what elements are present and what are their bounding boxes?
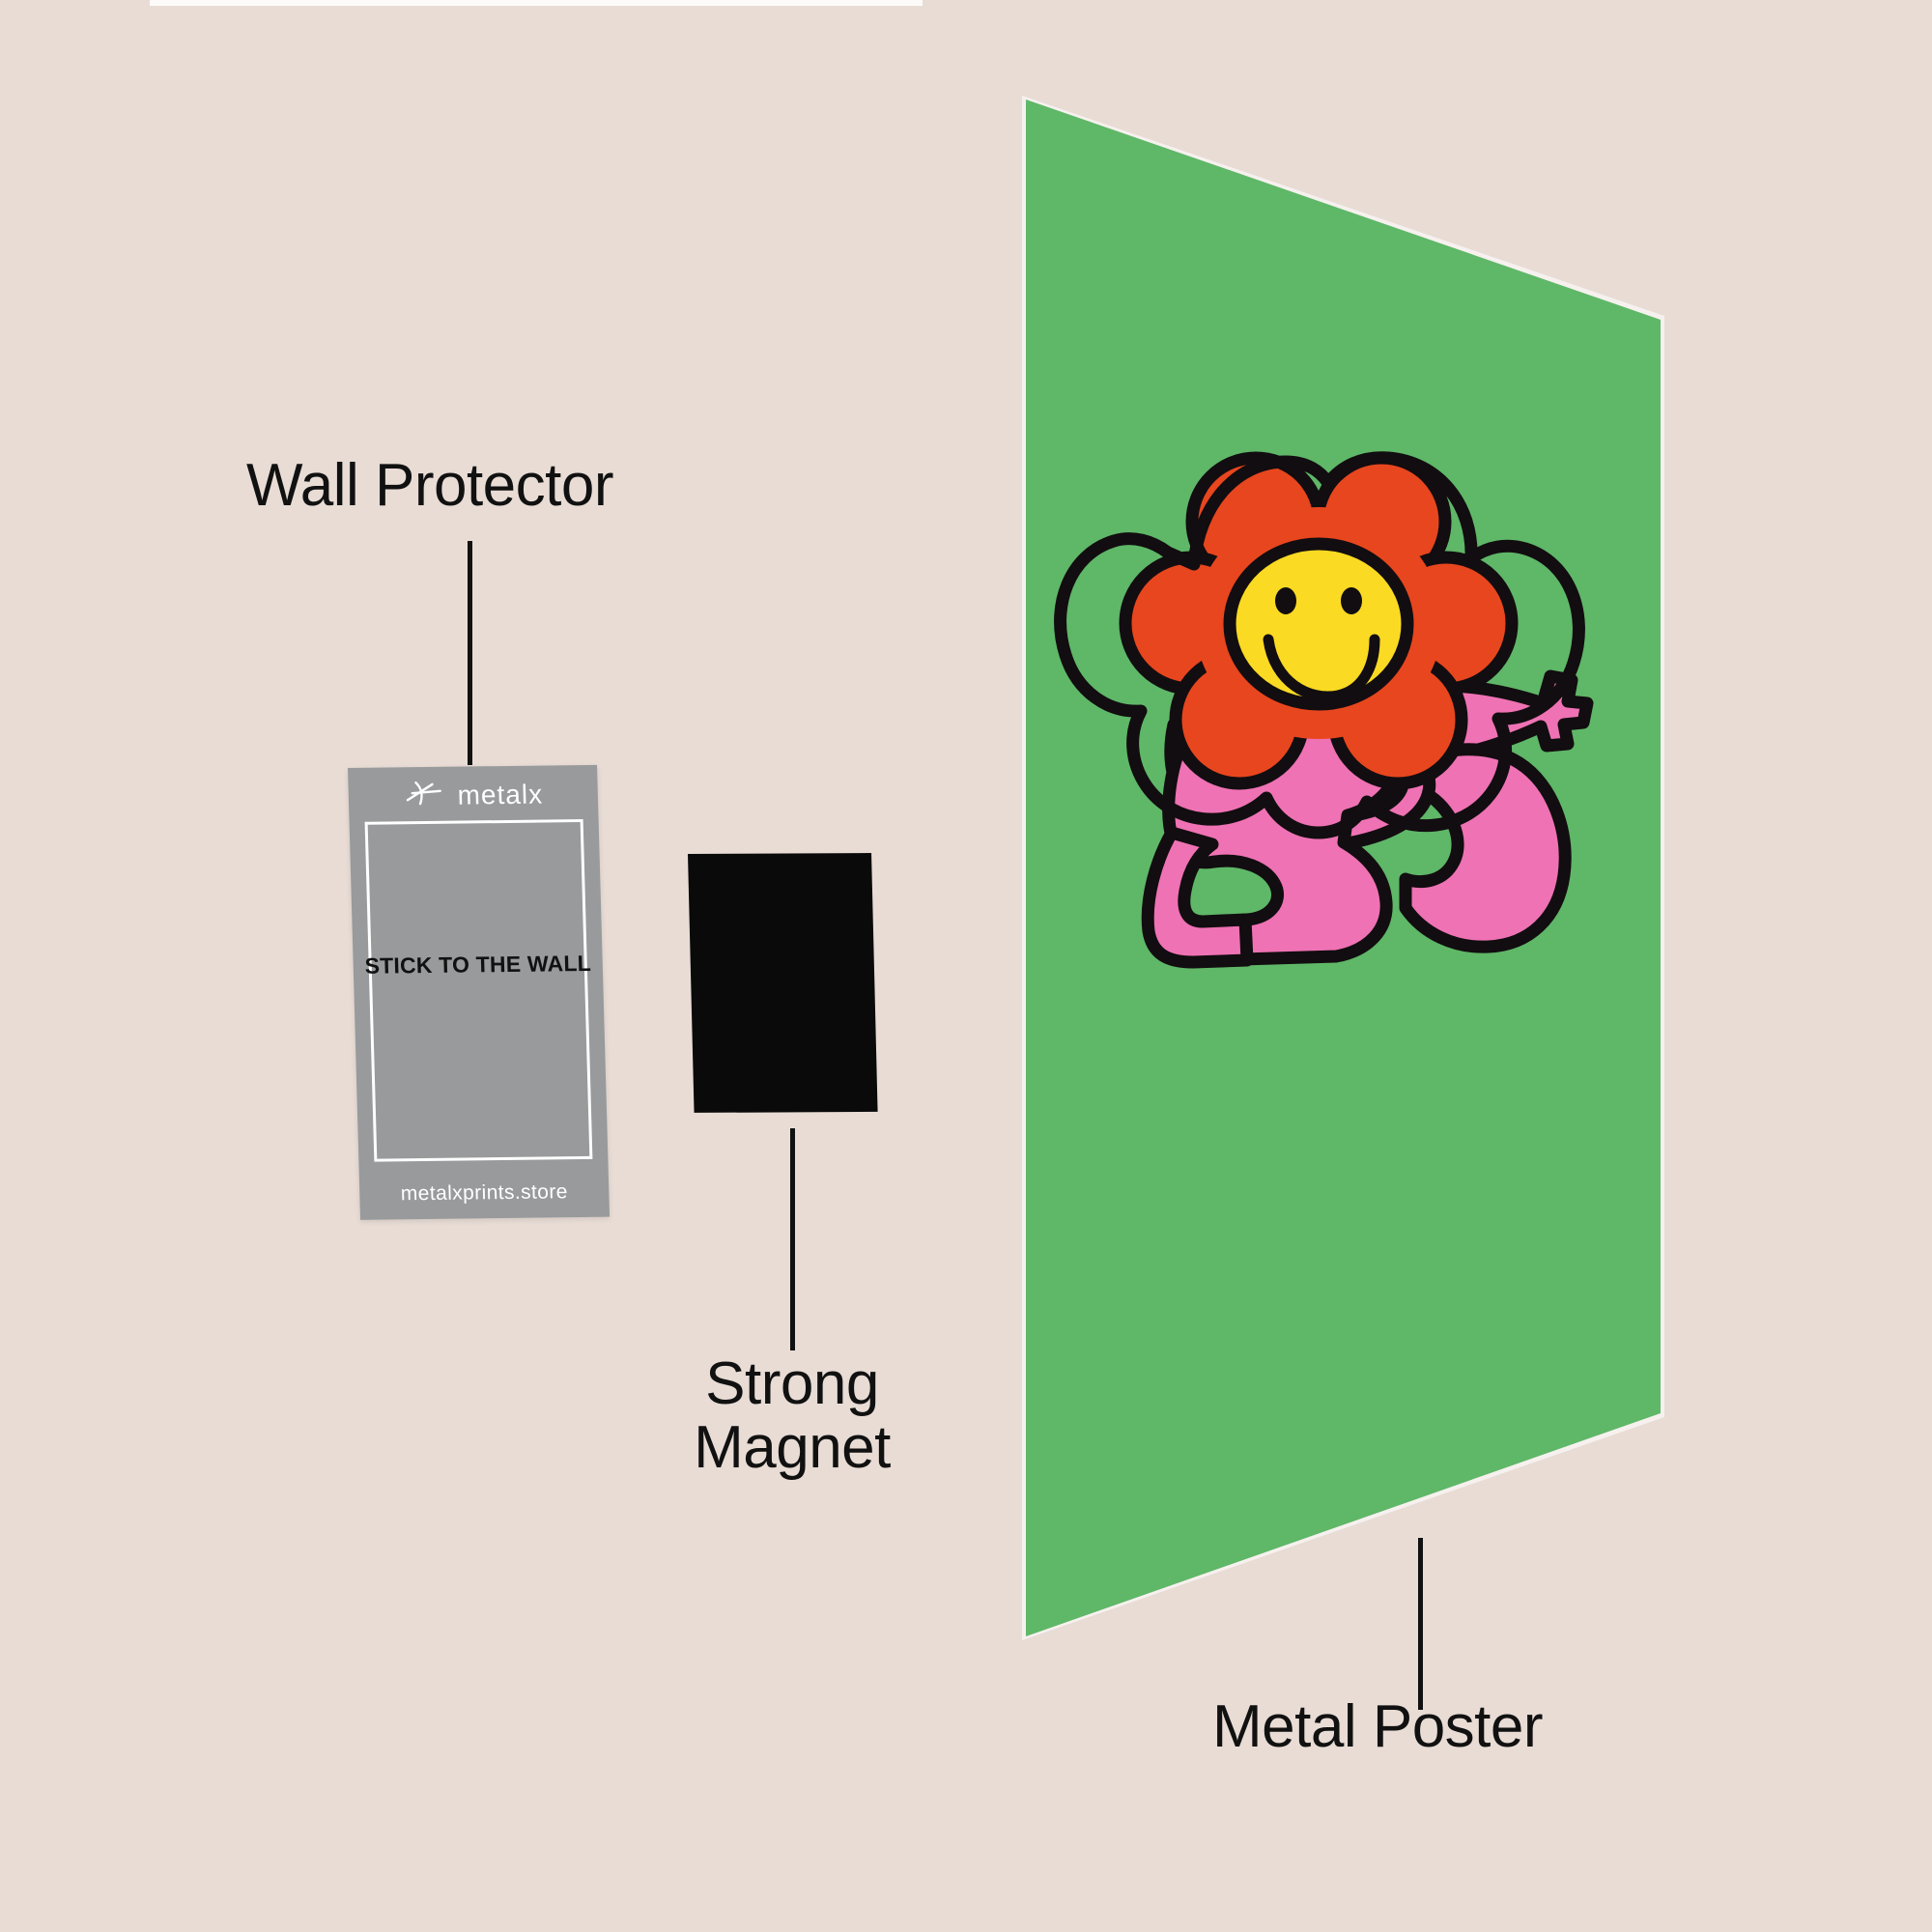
card-website: metalxprints.store xyxy=(400,1180,569,1206)
wall-protector-card: metalx STICK TO THE WALL metalxprints.st… xyxy=(348,764,611,1220)
strong-magnet-square xyxy=(688,853,878,1113)
label-metal-poster: Metal Poster xyxy=(1212,1693,1544,1760)
metalx-cross-mark-icon xyxy=(403,779,448,813)
wall-protector-brand-row: metalx xyxy=(348,777,598,813)
top-edge-strip xyxy=(150,0,923,6)
leader-line-strong-magnet xyxy=(790,1128,795,1350)
brand-name: metalx xyxy=(457,779,544,810)
leader-line-wall-protector xyxy=(468,541,472,765)
card-headline: STICK TO THE WALL xyxy=(364,950,592,979)
card-inner-border xyxy=(364,819,593,1162)
label-strong-magnet: Strong Magnet xyxy=(694,1350,891,1481)
leader-line-metal-poster xyxy=(1418,1538,1423,1710)
label-wall-protector: Wall Protector xyxy=(246,452,614,519)
